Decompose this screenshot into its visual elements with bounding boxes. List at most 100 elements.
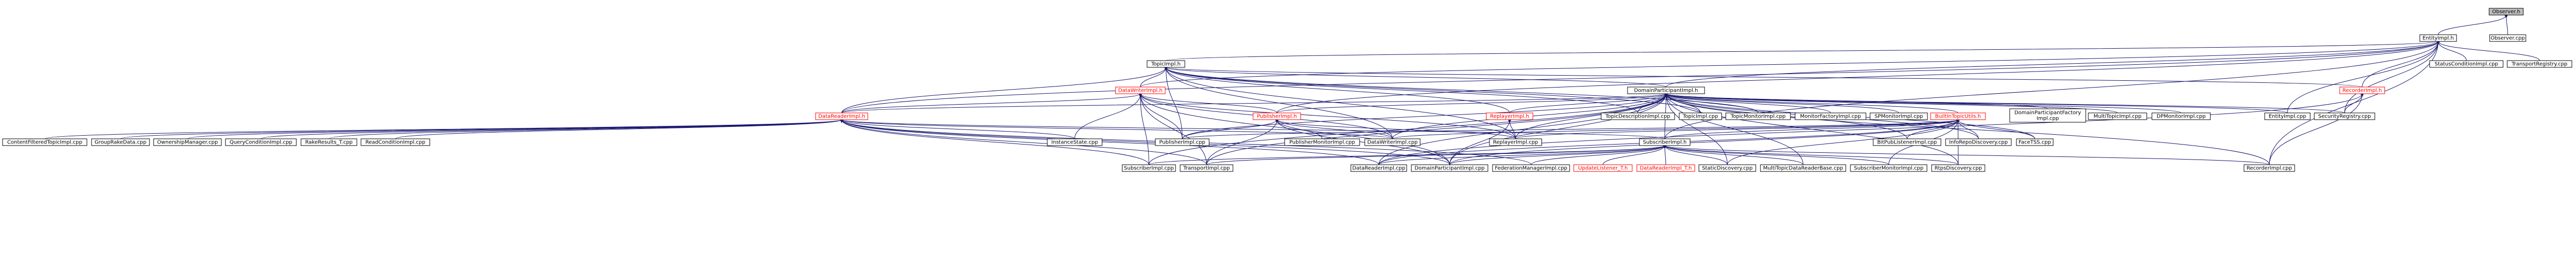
node-box-subscribermonitor_cpp[interactable] [1850, 164, 1927, 172]
node-box-rtpsdiscovery_cpp[interactable] [1931, 164, 1985, 172]
node-box-facetss_cpp[interactable] [2016, 138, 2054, 146]
node-box-replayerimpl_h[interactable] [1486, 112, 1533, 120]
node-box-federationmanager_cpp[interactable] [1492, 164, 1570, 172]
node-querycondition_cpp[interactable]: QueryConditionImpl.cpp [225, 138, 297, 146]
node-box-spmonitorimpl_cpp[interactable] [1870, 112, 1928, 120]
node-box-rakeresults_cpp[interactable] [300, 138, 357, 146]
node-grouprakedata_cpp[interactable]: GroupRakeData.cpp [91, 138, 150, 146]
node-box-transportregistry_cpp[interactable] [2507, 60, 2572, 68]
node-box-replayerimpl_cpp[interactable] [1489, 138, 1542, 146]
node-box-inforepodiscovery_cpp[interactable] [1945, 138, 2012, 146]
node-box-domainparticipantimpl_h[interactable] [1627, 87, 1705, 94]
node-observer_cpp[interactable]: Observer.cpp [2489, 34, 2526, 42]
node-replayerimpl_h[interactable]: ReplayerImpl.h [1486, 112, 1533, 120]
node-publisherimpl_cpp[interactable]: PublisherImpl.cpp [1155, 138, 1210, 146]
node-box-dpmonitorimpl_cpp[interactable] [2151, 112, 2211, 120]
node-box-grouprakedata_cpp[interactable] [91, 138, 150, 146]
node-box-staticdiscovery_cpp[interactable] [1698, 164, 1756, 172]
node-box-entityimpl_cpp[interactable] [2264, 112, 2311, 120]
node-publishermonitor_cpp[interactable]: PublisherMonitorImpl.cpp [1284, 138, 1360, 146]
node-publisherimpl_h[interactable]: PublisherImpl.h [1253, 112, 1301, 120]
node-federationmanager_cpp[interactable]: FederationManagerImpl.cpp [1492, 164, 1570, 172]
node-staticdiscovery_cpp[interactable]: StaticDiscovery.cpp [1698, 164, 1756, 172]
node-box-datawriterimpl_cpp[interactable] [1364, 138, 1421, 146]
node-topicimpl_cpp[interactable]: TopicImpl.cpp [1679, 112, 1722, 120]
node-replayerimpl_cpp[interactable]: ReplayerImpl.cpp [1489, 138, 1542, 146]
node-box-instancestate_cpp[interactable] [1047, 138, 1103, 146]
node-bitpublistener_cpp[interactable]: BitPubListenerImpl.cpp [1873, 138, 1941, 146]
node-box-querycondition_cpp[interactable] [225, 138, 297, 146]
node-topicdescriptionimpl_cpp[interactable]: TopicDescriptionImpl.cpp [1601, 112, 1675, 120]
node-dpmonitorimpl_cpp[interactable]: DPMonitorImpl.cpp [2151, 112, 2211, 120]
node-box-readcondition_cpp[interactable] [360, 138, 430, 146]
node-recorderimpl_cpp[interactable]: RecorderImpl.cpp [2243, 164, 2295, 172]
node-box-bitpublistener_cpp[interactable] [1873, 138, 1941, 146]
node-datareaderimpl_t_h[interactable]: DataReaderImpl_T.h [1636, 164, 1695, 172]
node-box-updatelistener_h[interactable] [1573, 164, 1633, 172]
node-datawriterimpl_cpp[interactable]: DataWriterImpl.cpp [1364, 138, 1421, 146]
node-box-dpfactoryimpl_cpp[interactable] [2009, 108, 2086, 123]
node-entityimpl_cpp[interactable]: EntityImpl.cpp [2264, 112, 2311, 120]
node-domainparticipantimpl_h[interactable]: DomainParticipantImpl.h [1627, 87, 1705, 94]
node-box-datareaderimpl_h[interactable] [815, 112, 868, 120]
node-subscriberimpl_cpp[interactable]: SubscriberImpl.cpp [1122, 164, 1176, 172]
node-datawriterimpl_h[interactable]: DataWriterImpl.h [1115, 87, 1166, 94]
node-box-ownershipmanager_cpp[interactable] [153, 138, 222, 146]
node-box-recorderimpl_h[interactable] [2339, 87, 2385, 94]
node-transportimpl_cpp[interactable]: TransportImpl.cpp [1180, 164, 1233, 172]
node-box-datareaderimpl_t_h[interactable] [1636, 164, 1695, 172]
node-topicmonitorimpl_cpp[interactable]: TopicMonitorImpl.cpp [1725, 112, 1791, 120]
node-box-subscriberimpl_cpp[interactable] [1122, 164, 1176, 172]
node-transportregistry_cpp[interactable]: TransportRegistry.cpp [2507, 60, 2572, 68]
node-datareaderimpl_h[interactable]: DataReaderImpl.h [815, 112, 868, 120]
node-box-multitopicdatareaderbase_cpp[interactable] [1760, 164, 1846, 172]
node-securityregistry_cpp[interactable]: SecurityRegistry.cpp [2314, 112, 2375, 120]
node-multitopicimpl_cpp[interactable]: MultiTopicImpl.cpp [2088, 112, 2147, 120]
node-contentfiltered_cpp[interactable]: ContentFilteredTopicImpl.cpp [2, 138, 87, 146]
node-rakeresults_cpp[interactable]: RakeResults_T.cpp [300, 138, 357, 146]
node-box-monitorfactoryimpl_cpp[interactable] [1795, 112, 1866, 120]
node-box-domainparticipantimpl_cpp[interactable] [1411, 164, 1488, 172]
node-monitorfactoryimpl_cpp[interactable]: MonitorFactoryImpl.cpp [1795, 112, 1866, 120]
node-ownershipmanager_cpp[interactable]: OwnershipManager.cpp [153, 138, 222, 146]
node-topicimpl_h[interactable]: TopicImpl.h [1147, 60, 1185, 68]
node-readcondition_cpp[interactable]: ReadConditionImpl.cpp [360, 138, 430, 146]
node-box-topicmonitorimpl_cpp[interactable] [1725, 112, 1791, 120]
node-box-statuscondition_cpp[interactable] [2429, 60, 2504, 68]
node-subscribermonitor_cpp[interactable]: SubscriberMonitorImpl.cpp [1850, 164, 1927, 172]
node-box-builtintopicutils_h[interactable] [1930, 112, 1986, 120]
node-box-observer_cpp[interactable] [2489, 34, 2526, 42]
node-spmonitorimpl_cpp[interactable]: SPMonitorImpl.cpp [1870, 112, 1928, 120]
node-subscriberimpl_h[interactable]: SubscriberImpl.h [1639, 138, 1691, 146]
node-datareaderimpl_cpp[interactable]: DataReaderImpl.cpp [1350, 164, 1407, 172]
node-box-subscriberimpl_h[interactable] [1639, 138, 1691, 146]
node-instancestate_cpp[interactable]: InstanceState.cpp [1047, 138, 1103, 146]
node-box-datawriterimpl_h[interactable] [1115, 87, 1166, 94]
node-updatelistener_h[interactable]: UpdateListener_T.h [1573, 164, 1633, 172]
node-statuscondition_cpp[interactable]: StatusConditionImpl.cpp [2429, 60, 2504, 68]
node-box-topicimpl_cpp[interactable] [1679, 112, 1722, 120]
node-box-topicdescriptionimpl_cpp[interactable] [1601, 112, 1675, 120]
node-recorderimpl_h[interactable]: RecorderImpl.h [2339, 87, 2385, 94]
node-facetss_cpp[interactable]: FaceTSS.cpp [2016, 138, 2054, 146]
node-builtintopicutils_h[interactable]: BuiltInTopicUtils.h [1930, 112, 1986, 120]
node-rtpsdiscovery_cpp[interactable]: RtpsDiscovery.cpp [1931, 164, 1985, 172]
node-box-publisherimpl_h[interactable] [1253, 112, 1301, 120]
node-entityimpl_h[interactable]: EntityImpl.h [2419, 34, 2457, 42]
node-domainparticipantimpl_cpp[interactable]: DomainParticipantImpl.cpp [1411, 164, 1488, 172]
node-box-publishermonitor_cpp[interactable] [1284, 138, 1360, 146]
node-box-multitopicimpl_cpp[interactable] [2088, 112, 2147, 120]
node-multitopicdatareaderbase_cpp[interactable]: MultiTopicDataReaderBase.cpp [1760, 164, 1846, 172]
node-box-topicimpl_h[interactable] [1147, 60, 1185, 68]
node-box-observer_h[interactable] [2489, 8, 2524, 16]
node-box-datareaderimpl_cpp[interactable] [1350, 164, 1407, 172]
node-box-securityregistry_cpp[interactable] [2314, 112, 2375, 120]
node-inforepodiscovery_cpp[interactable]: InfoRepoDiscovery.cpp [1945, 138, 2012, 146]
node-box-transportimpl_cpp[interactable] [1180, 164, 1233, 172]
node-observer_h[interactable]: Observer.h [2489, 8, 2524, 16]
node-box-recorderimpl_cpp[interactable] [2243, 164, 2295, 172]
node-box-contentfiltered_cpp[interactable] [2, 138, 87, 146]
node-box-publisherimpl_cpp[interactable] [1155, 138, 1210, 146]
node-box-entityimpl_h[interactable] [2419, 34, 2457, 42]
